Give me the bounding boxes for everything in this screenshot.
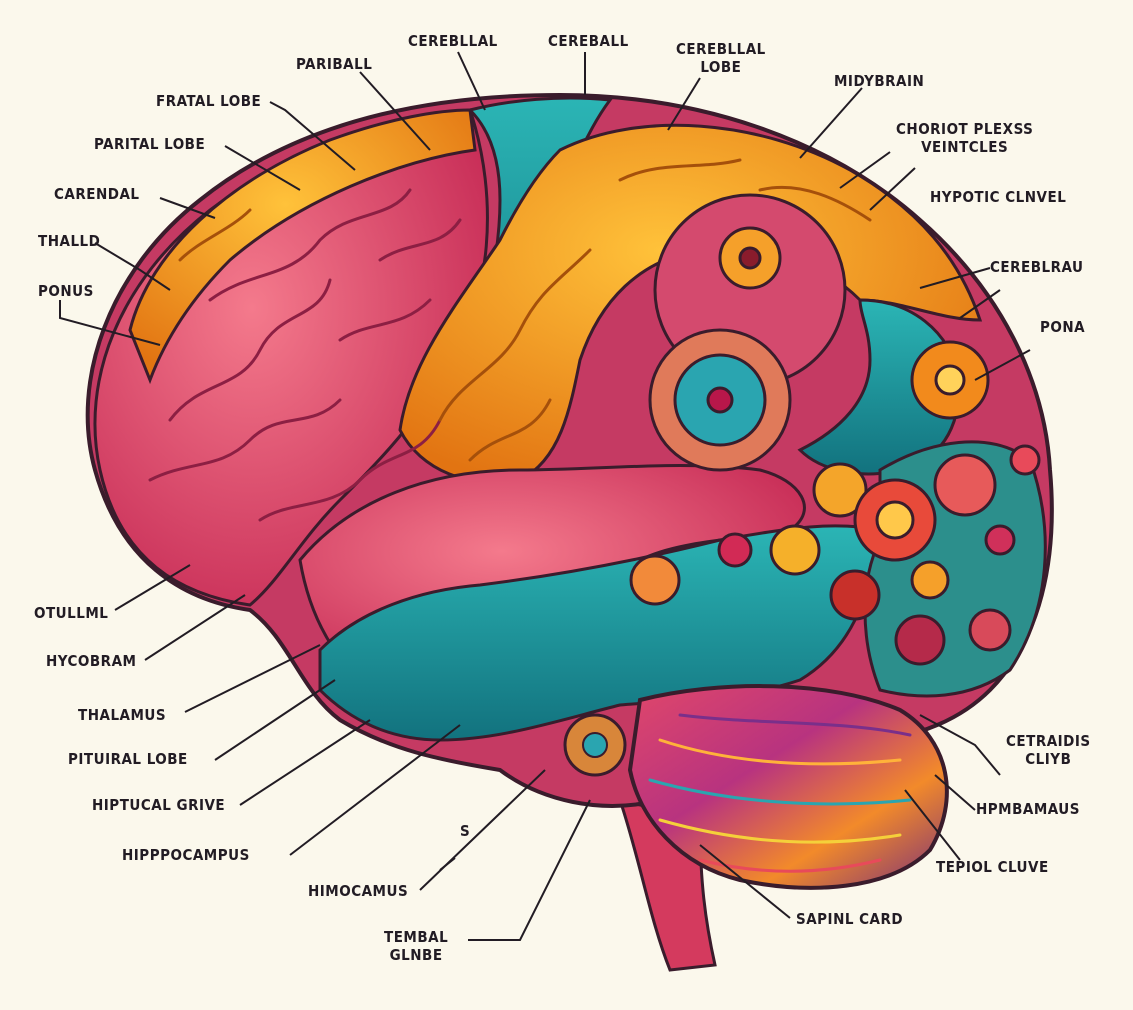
label-cereblrau: CEREBLRAU (990, 258, 1084, 276)
label-carendal: CARENDAL (54, 185, 140, 203)
label-hipppocampus: HIPPPOCAMPUS (122, 846, 250, 864)
label-pariball: PARIBALL (296, 55, 373, 73)
label-cereball: CEREBALL (548, 32, 629, 50)
label-pona: PONA (1040, 318, 1086, 336)
cerebellum (627, 684, 949, 890)
label-parital-lobe: PARITAL LOBE (94, 135, 206, 153)
label-thalld: THALLD (38, 232, 101, 250)
label-hycobram: HYCOBRAM (46, 652, 137, 670)
cell-structures (629, 193, 1041, 666)
label-cerebllal-lobe: CEREBLLAL LOBE (676, 40, 766, 76)
label-midybrain: MIDYBRAIN (834, 72, 925, 90)
pink-gyri (148, 188, 462, 522)
label-hiptucal-grive: HIPTUCAL GRIVE (92, 796, 226, 814)
label-otullml: OTULLML (34, 604, 109, 622)
leader-lines (59, 51, 1031, 941)
orange-gyri (178, 158, 872, 462)
label-hypotic-clnvel: HYPOTIC CLNVEL (930, 188, 1067, 206)
label-cetraidis-cliyb: CETRAIDIS CLIYB (1006, 732, 1091, 768)
label-cerebllal: CEREBLLAL (408, 32, 498, 50)
label-tepiol-cluve: TEPIOL CLUVE (936, 858, 1049, 876)
label-himocamus: HIMOCAMUS (308, 882, 409, 900)
label-thalamus: THALAMUS (78, 706, 167, 724)
label-fratal-lobe: FRATAL LOBE (156, 92, 262, 110)
label-ponus: PONUS (38, 282, 94, 300)
cerebellum-striations (648, 713, 912, 873)
label-hpmbamaus: HPMBAMAUS (976, 800, 1080, 818)
label-pituiral-lobe: PITUIRAL LOBE (68, 750, 188, 768)
label-sapinl-card: SAPINL CARD (796, 910, 904, 928)
label-choriot-plexss: CHORIOT PLEXSS VEINTCLES (896, 120, 1034, 156)
label-s-mark: S (460, 822, 471, 840)
label-tembal-glnbe: TEMBAL GLNBE (384, 928, 449, 964)
